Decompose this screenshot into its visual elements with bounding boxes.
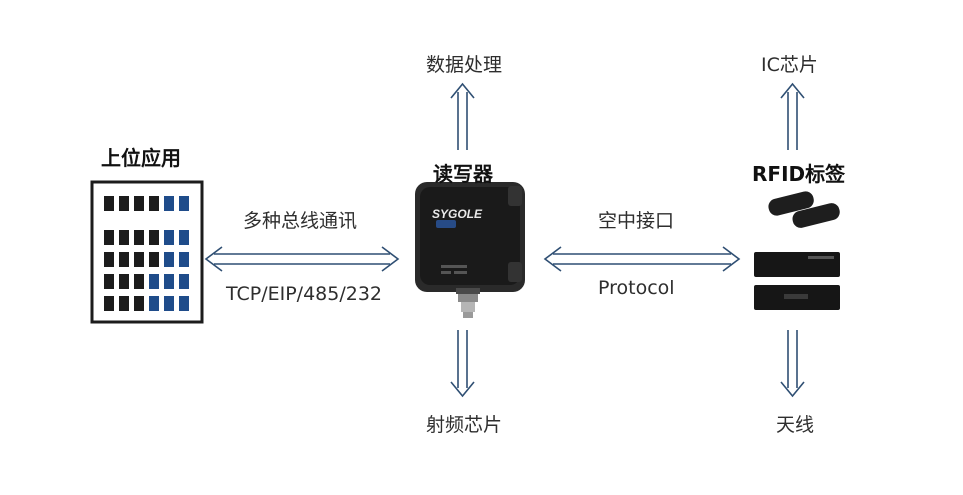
building-window (149, 274, 159, 289)
building-window (134, 274, 144, 289)
reader-top-label: 数据处理 (426, 54, 503, 76)
ic-chip-label: IC芯片 (761, 54, 818, 76)
building-window (149, 230, 159, 245)
bus-comm-label: 多种总线通讯 (243, 210, 358, 232)
building-window (134, 252, 144, 267)
air-interface-double-arrow (543, 246, 741, 272)
building-window (179, 274, 189, 289)
reader-bottom-label: 射频芯片 (426, 414, 503, 436)
building-window (149, 296, 159, 311)
reader-down-arrow (450, 330, 475, 398)
building-window (179, 196, 189, 211)
rfid-tags-icon (754, 191, 840, 310)
building-window (179, 230, 189, 245)
application-building-icon (90, 180, 204, 324)
tag-down-arrow (780, 330, 805, 398)
air-interface-label: 空中接口 (598, 210, 675, 232)
building-window (134, 196, 144, 211)
rfid-tag-label: RFID标签 (752, 162, 846, 186)
reader-up-arrow (450, 82, 475, 150)
building-window (179, 252, 189, 267)
building-window (164, 274, 174, 289)
reader-label: 读写器 (433, 162, 493, 186)
protocol-label: Protocol (598, 277, 675, 299)
reader-brand-text: SYGOLE (432, 207, 483, 221)
building-window (179, 296, 189, 311)
reader-device-icon: SYGOLE (415, 182, 525, 318)
building-window (164, 230, 174, 245)
building-window (119, 230, 129, 245)
building-window (104, 296, 114, 311)
antenna-label: 天线 (776, 414, 815, 436)
building-window (119, 274, 129, 289)
building-window (104, 252, 114, 267)
building-window (149, 196, 159, 211)
building-window (134, 230, 144, 245)
building-window (104, 274, 114, 289)
building-window (164, 296, 174, 311)
tag-up-arrow (780, 82, 805, 150)
building-window (119, 252, 129, 267)
building-window (134, 296, 144, 311)
building-window (104, 230, 114, 245)
application-label: 上位应用 (101, 146, 181, 170)
building-window (119, 296, 129, 311)
bus-double-arrow (204, 246, 400, 272)
building-window (164, 252, 174, 267)
bus-protocols-label: TCP/EIP/485/232 (226, 283, 383, 305)
building-window (119, 196, 129, 211)
building-window (164, 196, 174, 211)
building-window (104, 196, 114, 211)
building-window (149, 252, 159, 267)
